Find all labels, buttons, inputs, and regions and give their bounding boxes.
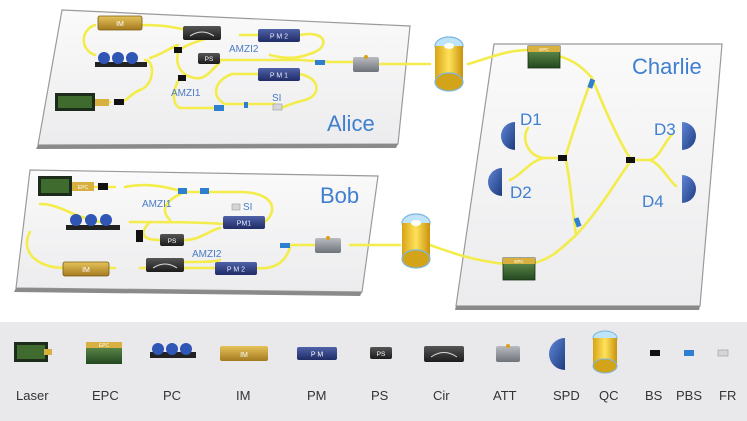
bob-ps — [160, 234, 184, 246]
bob-im — [62, 261, 110, 277]
alice-pm2-label: P M 2 — [270, 34, 288, 41]
svg-text:IM: IM — [240, 352, 248, 359]
alice-ps-label: PS — [205, 56, 214, 63]
svg-text:P M: P M — [311, 352, 323, 359]
bob-pm1 — [223, 216, 265, 229]
legend-pm-icon: P M — [297, 347, 337, 360]
bob-board-edge — [14, 288, 362, 296]
alice-im — [97, 15, 143, 31]
legend-ps-label: PS — [371, 388, 389, 403]
legend-epc-icon: EPC — [86, 342, 122, 364]
charlie-spd-d1 — [501, 122, 515, 150]
bob-pc — [66, 214, 120, 230]
svg-text:EPC: EPC — [99, 343, 110, 349]
legend-pc-label: PC — [163, 388, 182, 403]
charlie-epc-top: EPC — [527, 45, 561, 69]
charlie-spd-d2 — [488, 168, 502, 196]
legend-laser-icon — [14, 342, 52, 362]
charlie-epc-bottom: EPC — [502, 257, 536, 281]
charlie-bs-right — [626, 157, 635, 163]
alice-amzi2-label: AMZI2 — [229, 44, 259, 55]
bob-circulator — [146, 258, 184, 272]
charlie-bs-left — [558, 155, 567, 161]
alice-pbs — [315, 60, 325, 65]
charlie-d2-label: D2 — [510, 183, 532, 202]
legend-pc-icon — [150, 343, 196, 358]
charlie-epc-bottom-label: EPC — [514, 259, 524, 264]
bob-amzi1-label: AMZI1 — [142, 199, 172, 210]
alice-bs1 — [114, 99, 124, 105]
charlie-name: Charlie — [632, 54, 702, 79]
legend-cir-icon — [424, 346, 464, 362]
bob-pm1-label: PM1 — [237, 221, 252, 228]
legend-pbs-icon — [684, 350, 694, 356]
legend-im-icon: IM — [220, 346, 268, 361]
legend-qc-icon — [592, 330, 618, 374]
alice-pm1 — [258, 68, 300, 81]
charlie-components: EPC EPC D1 D2 D3 D4 Charlie — [488, 45, 702, 281]
bob-pm2-label: P M 2 — [227, 267, 245, 274]
bob-amzi2-label: AMZI2 — [192, 249, 222, 260]
bob-ps-label: PS — [168, 238, 177, 245]
charlie-spd-d3 — [682, 122, 696, 150]
legend-im-label: IM — [236, 388, 251, 403]
bob-qc-spool — [401, 213, 431, 269]
bob-im-label: IM — [82, 267, 90, 274]
bob-pm2 — [215, 262, 257, 275]
alice-laser — [55, 93, 109, 111]
charlie-d3-label: D3 — [654, 120, 676, 139]
alice-pm2 — [258, 29, 300, 42]
svg-text:PS: PS — [377, 351, 386, 358]
bob-components: EPC PM1 PS P M 2 IM AMZI1 SI AMZI2 Bob — [38, 176, 359, 277]
legend-ps-icon: PS — [370, 347, 392, 359]
bob-pbs1 — [178, 188, 187, 194]
alice-pc — [95, 52, 147, 67]
alice-im-label: IM — [116, 21, 124, 28]
charlie-board-edge — [455, 306, 700, 310]
bob-bs1 — [98, 183, 108, 190]
charlie-epc-top-label: EPC — [539, 47, 549, 52]
legend-pbs-label: PBS — [676, 388, 703, 403]
alice-pm1-label: P M 1 — [270, 73, 288, 80]
legend-fr-icon — [717, 349, 729, 357]
legend-pm-label: PM — [307, 388, 327, 403]
charlie-spd-d4 — [682, 175, 696, 203]
bob-fr — [231, 203, 241, 211]
alice-circulator — [183, 26, 221, 40]
legend-cir-label: Cir — [433, 388, 450, 403]
charlie-d4-label: D4 — [642, 192, 664, 211]
alice-components: IM P M 2 PS P M 1 AMZI2 AMZI1 — [55, 15, 379, 136]
bob-att — [315, 238, 341, 253]
alice-pbs2 — [214, 105, 224, 111]
bob-name: Bob — [320, 183, 359, 208]
bob-laser — [38, 176, 94, 196]
legend-att-icon — [496, 344, 520, 362]
alice-bs3 — [178, 75, 186, 81]
legend-qc-label: QC — [599, 388, 619, 403]
alice-bs2 — [174, 47, 182, 53]
charlie-d1-label: D1 — [520, 110, 542, 129]
bob-bs2 — [136, 230, 143, 242]
legend-att-label: ATT — [493, 388, 517, 403]
legend-fr-label: FR — [719, 388, 737, 403]
bob-pbs2 — [200, 188, 209, 194]
bob-epc-label: EPC — [78, 185, 89, 191]
legend-spd-label: SPD — [553, 388, 580, 403]
alice-name: Alice — [327, 111, 375, 136]
legend-laser-label: Laser — [16, 388, 49, 403]
legend: EPC IM P M PS — [0, 322, 747, 421]
alice-amzi1-label: AMZI1 — [171, 88, 201, 99]
legend-epc-label: EPC — [92, 388, 119, 403]
bob-si-label: SI — [243, 202, 252, 213]
alice-fr — [272, 103, 283, 111]
alice-ps — [198, 53, 220, 64]
legend-bs-label: BS — [645, 388, 663, 403]
alice-att — [353, 57, 379, 72]
alice-board-edge — [36, 144, 398, 149]
alice-si-label: SI — [272, 93, 281, 104]
alice-qc-spool — [434, 36, 464, 92]
legend-spd-icon — [549, 338, 565, 370]
legend-bs-icon — [650, 350, 660, 356]
